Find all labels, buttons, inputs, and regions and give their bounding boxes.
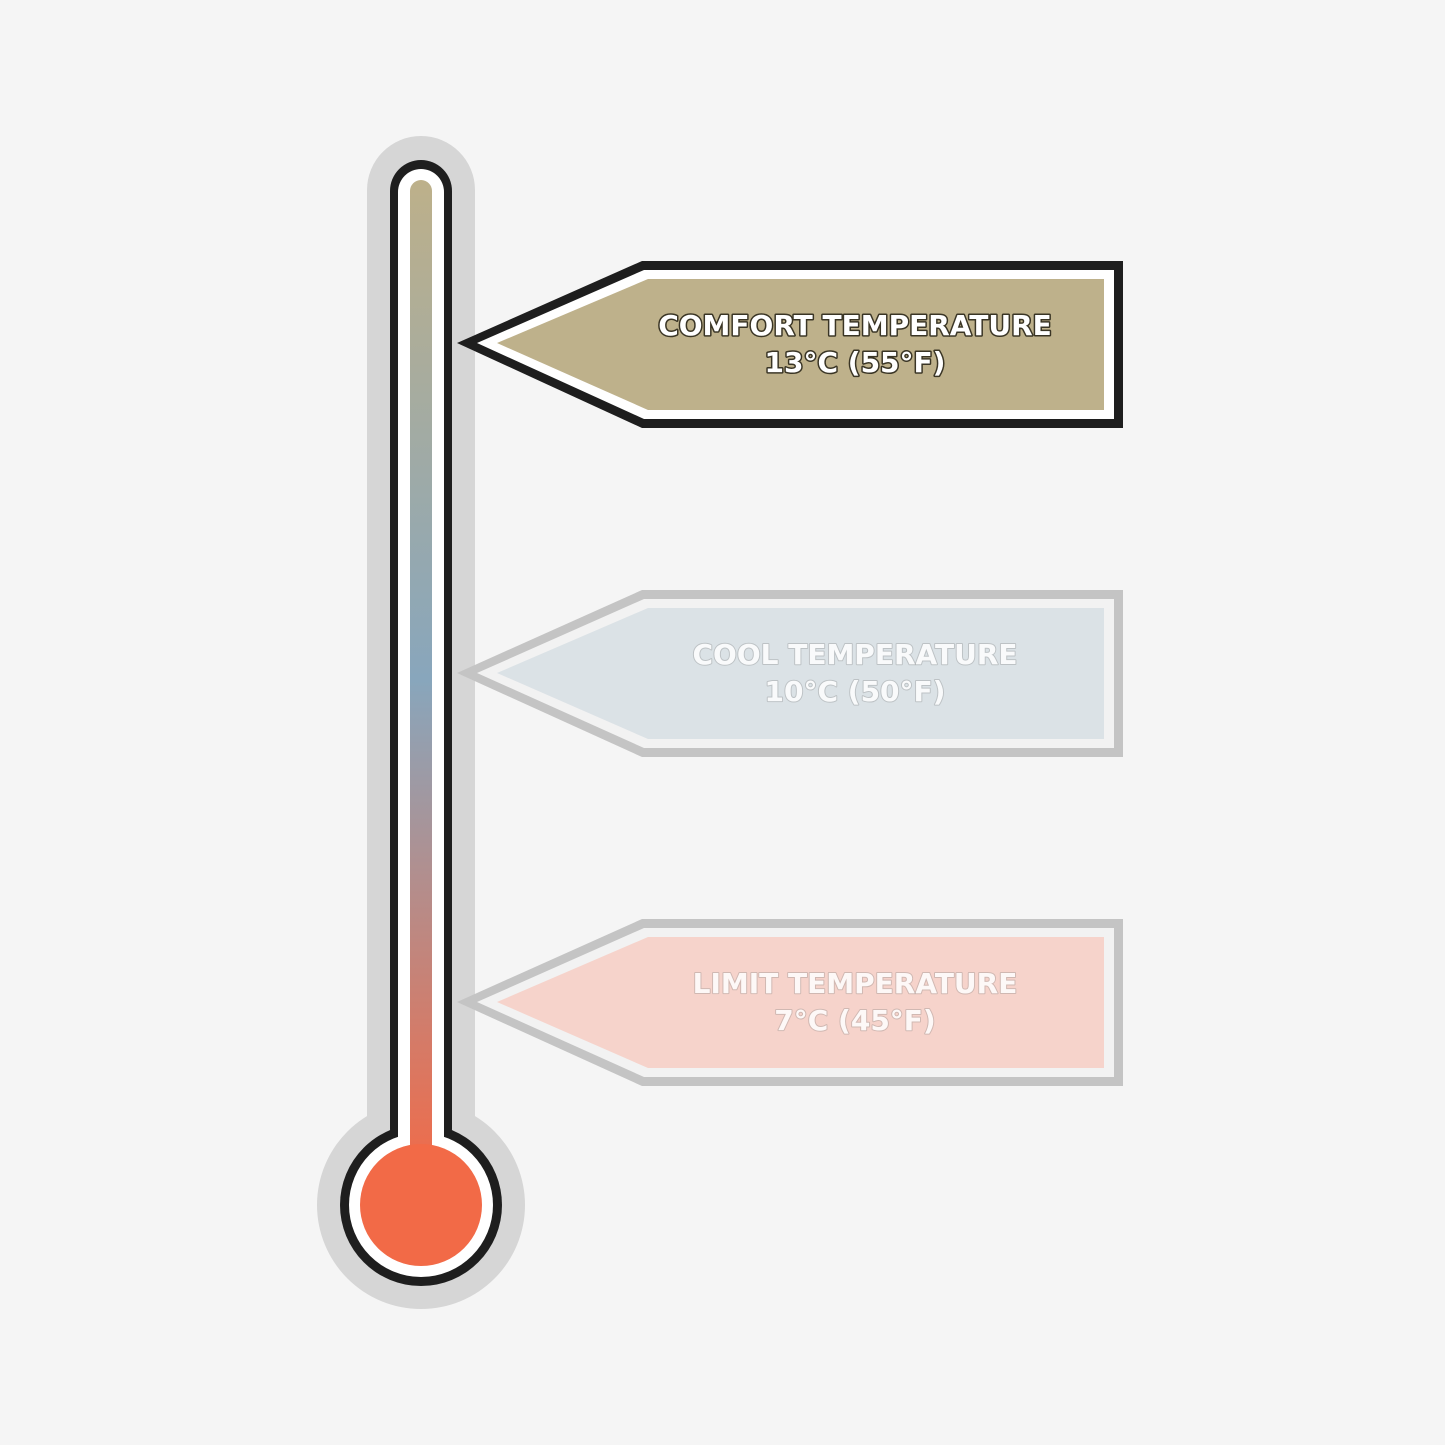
marker-cool-value: 10°C (50°F) [765, 675, 946, 708]
marker-limit-fill [497, 937, 1104, 1068]
thermometer-mercury [360, 180, 482, 1266]
marker-cool-title: COOL TEMPERATURE [692, 638, 1017, 671]
marker-comfort-title: COMFORT TEMPERATURE [658, 309, 1052, 342]
marker-limit: LIMIT TEMPERATURE 7°C (45°F) [457, 919, 1123, 1086]
marker-comfort-value: 13°C (55°F) [765, 346, 946, 379]
marker-cool-fill [497, 608, 1104, 739]
marker-comfort-fill [497, 279, 1104, 410]
marker-limit-title: LIMIT TEMPERATURE [693, 967, 1018, 1000]
marker-cool: COOL TEMPERATURE 10°C (50°F) [457, 590, 1123, 757]
marker-limit-value: 7°C (45°F) [774, 1004, 935, 1037]
marker-comfort: COMFORT TEMPERATURE 13°C (55°F) [457, 261, 1123, 428]
thermometer-bulb [360, 1144, 482, 1266]
thermometer [317, 136, 525, 1309]
